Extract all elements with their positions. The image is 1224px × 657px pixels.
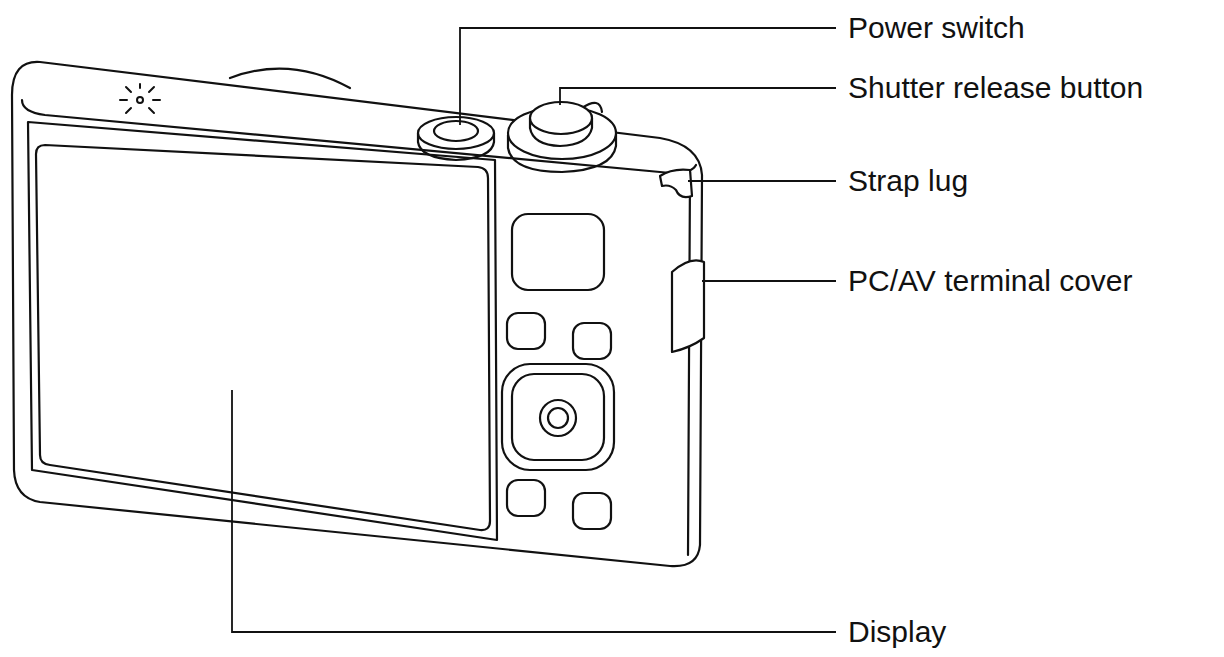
camera-body [12, 62, 702, 566]
shutter-label: Shutter release button [846, 71, 1145, 105]
lens-barrel [230, 69, 350, 88]
small-button [573, 323, 611, 359]
leader-lines [232, 28, 836, 632]
leader-line [702, 280, 836, 282]
display-screen [36, 145, 490, 530]
leader-line [460, 28, 836, 125]
upper-button [512, 214, 604, 290]
small-button [507, 480, 545, 516]
small-button [507, 313, 545, 349]
control-pad [502, 364, 614, 470]
shutter-release-button [508, 102, 616, 172]
body-side-edge [688, 172, 690, 555]
power-switch-label: Power switch [846, 11, 1027, 45]
terminal-cover [672, 260, 704, 352]
terminal-cover-label: PC/AV terminal cover [846, 264, 1135, 298]
display-panel [28, 122, 497, 540]
leader-line [560, 88, 836, 105]
leader-line [232, 390, 836, 632]
small-button [573, 493, 611, 529]
leader-line [688, 180, 836, 182]
strap-lug-label: Strap lug [846, 164, 970, 198]
display-label: Display [846, 615, 948, 649]
sensor-icon [120, 84, 160, 113]
power-switch [418, 117, 494, 160]
strap-lug [660, 170, 692, 198]
body-top-edge [22, 100, 696, 173]
